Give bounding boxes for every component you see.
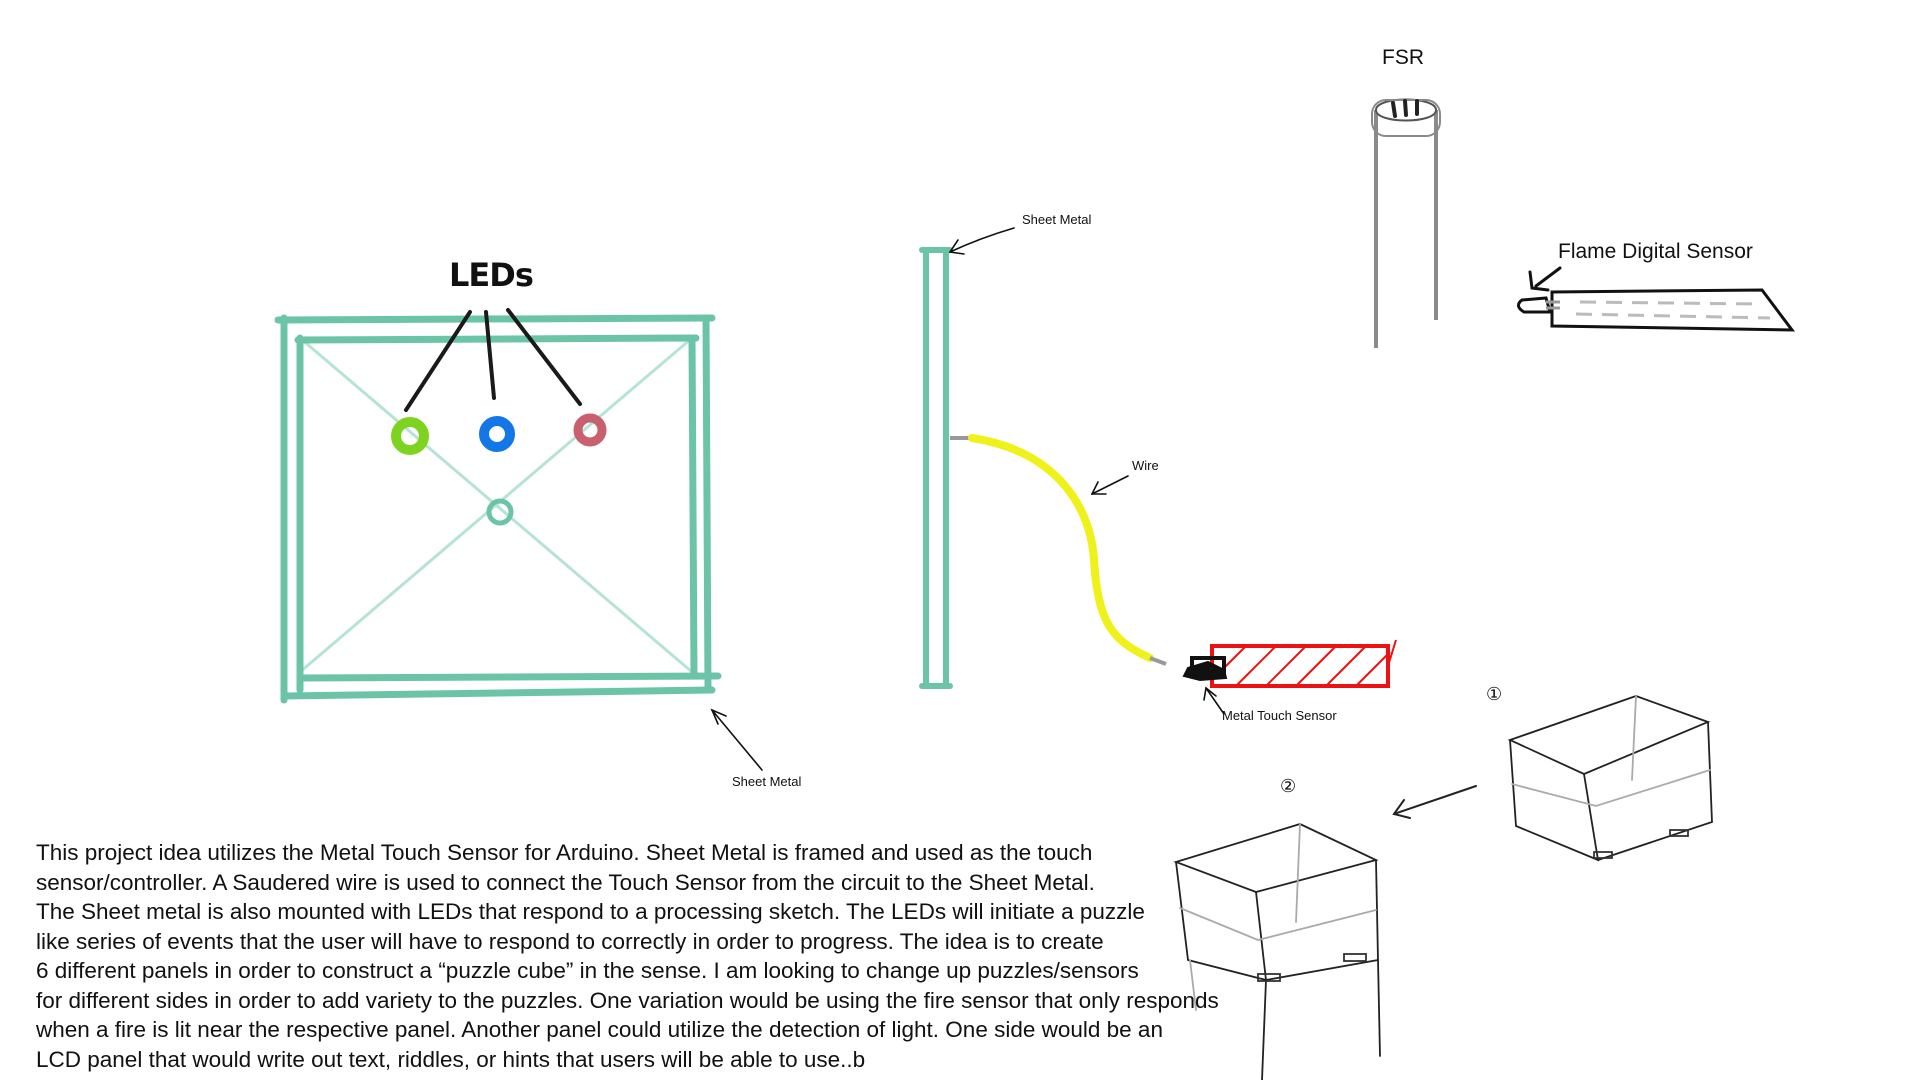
description-line: This project idea utilizes the Metal Tou… [36, 840, 1093, 865]
wire-tip-bottom [1149, 656, 1167, 666]
arrow-wire [1090, 475, 1129, 495]
frame-border [274, 314, 722, 704]
flame-sensor-label: Flame Digital Sensor [1558, 240, 1753, 263]
project-description: This project idea utilizes the Metal Tou… [36, 838, 1256, 1074]
sheet-metal-frame [274, 314, 722, 704]
leds-label: LEDs [449, 256, 534, 294]
description-line: sensor/controller. A Saudered wire is us… [36, 869, 1095, 895]
sheet-metal-side-label: Sheet Metal [1022, 212, 1092, 227]
frame-diagonals [298, 336, 694, 674]
arrow-sheet-metal-frame [710, 708, 763, 771]
cube-one [1507, 695, 1713, 862]
description-line: for different sides in order to add vari… [36, 987, 1219, 1013]
led-leaders [404, 308, 582, 412]
led-red [573, 413, 607, 447]
wire [968, 434, 1154, 662]
description-line: when a fire is lit near the respective p… [36, 1017, 1163, 1042]
flame-digital-sensor [1517, 288, 1796, 332]
arrow-flame-sensor [1528, 266, 1562, 292]
led-blue [479, 416, 515, 452]
description-line: like series of events that the user will… [36, 928, 1104, 954]
cube-one-number: ① [1486, 684, 1503, 705]
cube-two [1173, 823, 1381, 1080]
fsr-label: FSR [1382, 46, 1424, 69]
wire-label: Wire [1132, 458, 1159, 473]
arrow-cube-sequence [1392, 785, 1477, 819]
sheet-metal-frame-label: Sheet Metal [732, 774, 802, 789]
description-line: 6 different panels in order to construct… [36, 958, 1139, 983]
led-green [391, 417, 429, 455]
arrow-sheet-metal-side [948, 227, 1015, 255]
fsr-sensor [1371, 98, 1441, 348]
description-line: The Sheet metal is also mounted with LED… [36, 899, 1145, 924]
center-led-ring [486, 498, 514, 526]
description-line: LCD panel that would write out text, rid… [36, 1046, 866, 1072]
sheet-metal-side [919, 247, 953, 689]
cube-two-number: ② [1280, 776, 1297, 797]
frame-diagonal-2 [298, 336, 694, 674]
arrow-touch-sensor [1203, 686, 1225, 715]
metal-touch-sensor [1182, 639, 1397, 688]
metal-touch-sensor-label: Metal Touch Sensor [1222, 708, 1337, 723]
